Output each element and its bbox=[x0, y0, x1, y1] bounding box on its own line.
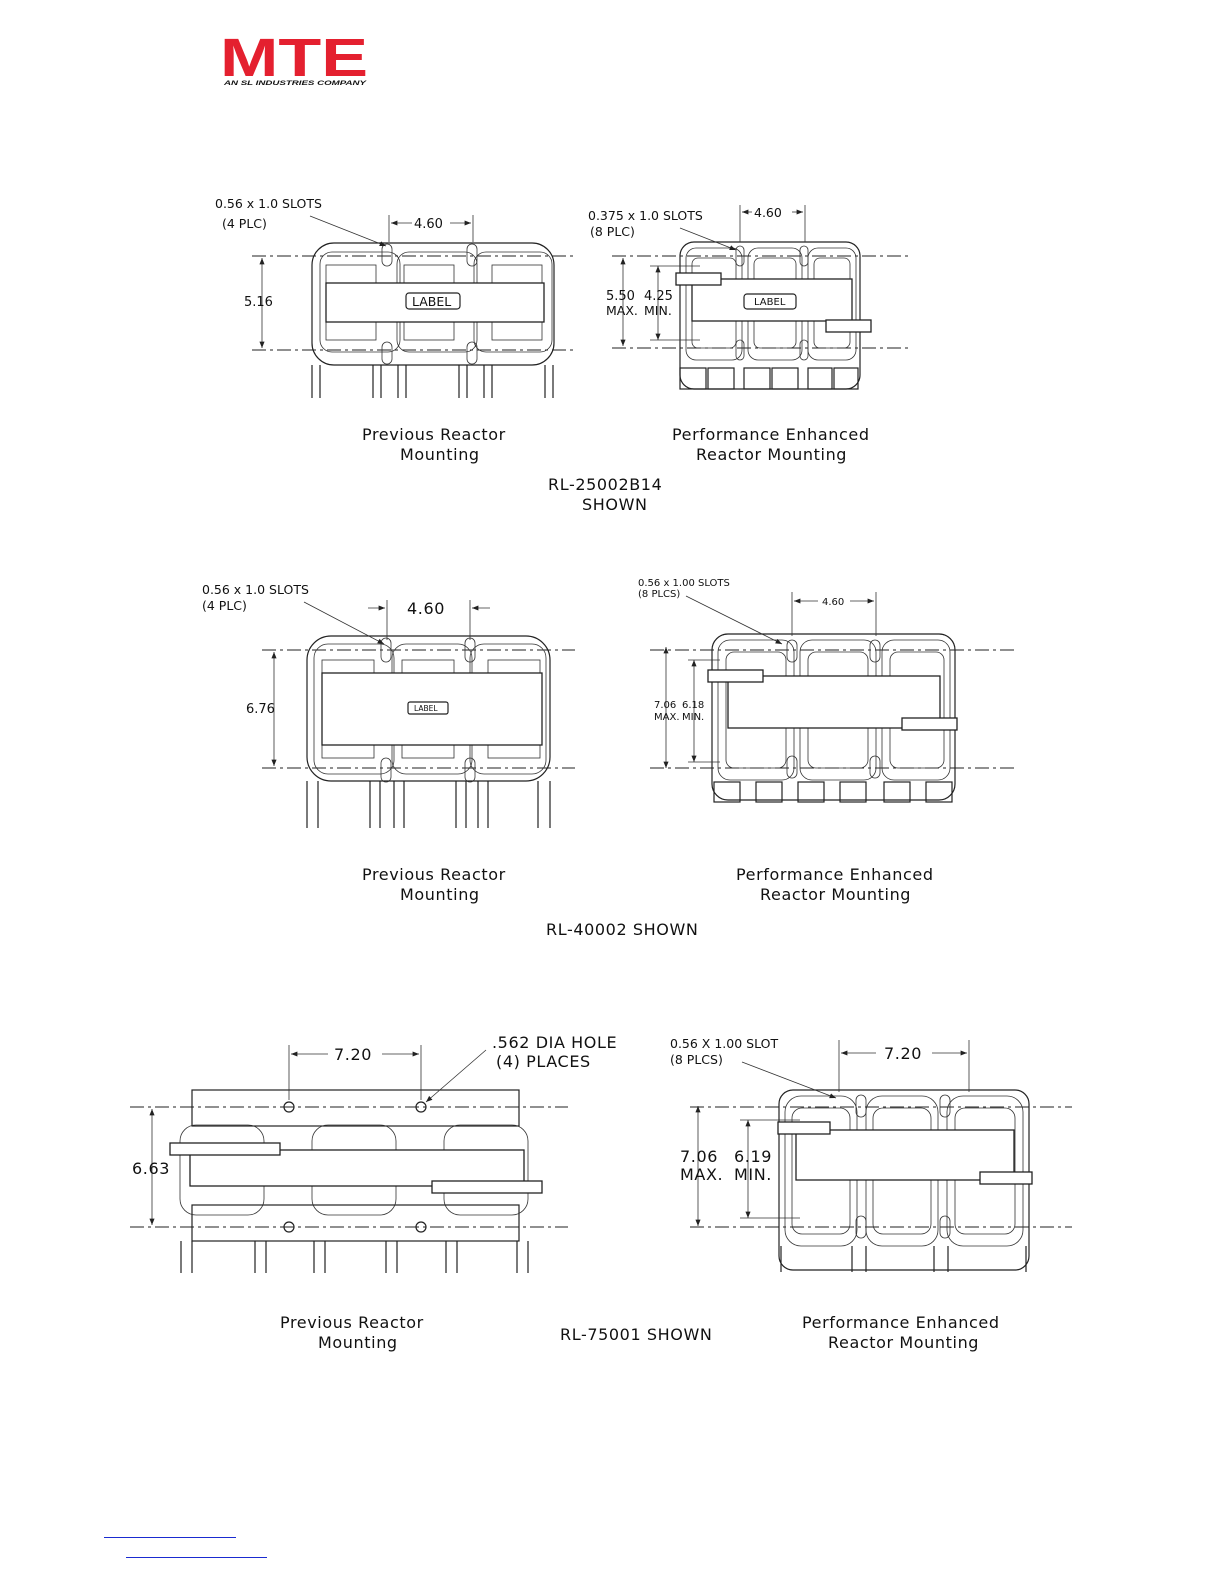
logo-tagline: AN SL INDUSTRIES COMPANY bbox=[223, 80, 367, 87]
footer-link-underline-1[interactable] bbox=[104, 1537, 236, 1538]
caption-previous-3-line2: Mounting bbox=[318, 1333, 398, 1352]
slot-note-1a: 0.56 x 1.0 SLOTS bbox=[215, 196, 322, 211]
max-label-2b: MAX. bbox=[654, 712, 680, 723]
width-dim-3b: 7.20 bbox=[884, 1044, 922, 1063]
max-dim-3b: 7.06 bbox=[680, 1147, 718, 1166]
mte-logo: MTE AN SL INDUSTRIES COMPANY bbox=[222, 34, 368, 88]
min-dim-3b: 6.19 bbox=[734, 1147, 772, 1166]
label-tag-2a: LABEL bbox=[414, 704, 438, 713]
slot-note-2a: 0.56 x 1.0 SLOTS bbox=[202, 582, 309, 597]
caption-previous-1-line1: Previous Reactor bbox=[362, 425, 506, 444]
width-dim-1b: 4.60 bbox=[754, 205, 782, 220]
model-1-line1: RL-25002B14 bbox=[548, 475, 662, 494]
hole-note-3a: .562 DIA HOLE bbox=[492, 1033, 617, 1052]
model-1-line2: SHOWN bbox=[582, 495, 648, 514]
width-dim-1a: 4.60 bbox=[414, 217, 443, 232]
caption-enhanced-3-line1: Performance Enhanced bbox=[802, 1313, 1000, 1332]
caption-enhanced-3-line2: Reactor Mounting bbox=[828, 1333, 979, 1352]
caption-previous-2-line2: Mounting bbox=[400, 885, 480, 904]
width-dim-3a: 7.20 bbox=[334, 1045, 372, 1064]
section-rl-40002: LABEL 6.76 4.60 0.56 x 1.0 SLOTS (4 PLC) bbox=[202, 578, 1015, 939]
label-tag-1b: LABEL bbox=[754, 297, 786, 308]
max-dim-2b: 7.06 bbox=[654, 700, 676, 711]
slot-count-2a: (4 PLC) bbox=[202, 598, 247, 613]
height-dim-2a: 6.76 bbox=[246, 702, 275, 717]
width-dim-2a: 4.60 bbox=[407, 599, 445, 618]
max-label-1b: MAX. bbox=[606, 303, 638, 318]
max-dim-1b: 5.50 bbox=[606, 289, 635, 304]
enhanced-mounting-view-3: 7.06 6.19 MAX. MIN. 7.20 0.56 X 1.00 SLO… bbox=[670, 1036, 1072, 1272]
section-rl-75001: 6.63 7.20 .562 DIA HOLE (4) PLACES bbox=[130, 1033, 1072, 1352]
section-rl-25002b14: LABEL 5.16 4.60 0.56 x 1.0 SLOTS (4 PLC) bbox=[215, 196, 912, 514]
min-label-3b: MIN. bbox=[734, 1165, 772, 1184]
slot-count-1a: (4 PLC) bbox=[222, 216, 267, 231]
min-label-1b: MIN. bbox=[644, 303, 672, 318]
slot-count-3b: (8 PLCS) bbox=[670, 1052, 723, 1067]
caption-previous-1-line2: Mounting bbox=[400, 445, 480, 464]
caption-enhanced-2-line1: Performance Enhanced bbox=[736, 865, 934, 884]
caption-enhanced-1-line1: Performance Enhanced bbox=[672, 425, 870, 444]
height-dim-1a: 5.16 bbox=[244, 295, 273, 310]
caption-enhanced-2-line2: Reactor Mounting bbox=[760, 885, 911, 904]
footer-link-underline-2[interactable] bbox=[126, 1557, 267, 1558]
slot-count-1b: (8 PLC) bbox=[590, 224, 635, 239]
min-label-2b: MIN. bbox=[682, 712, 704, 723]
caption-previous-3-line1: Previous Reactor bbox=[280, 1313, 424, 1332]
enhanced-mounting-view-1: LABEL 5.50 4.25 MAX. MIN. 4.60 0.375 x 1… bbox=[588, 205, 912, 390]
model-3-line1: RL-75001 SHOWN bbox=[560, 1325, 712, 1344]
slot-count-2b: (8 PLCS) bbox=[638, 589, 680, 600]
previous-mounting-view-1: LABEL 5.16 4.60 0.56 x 1.0 SLOTS (4 PLC) bbox=[215, 196, 575, 398]
min-dim-2b: 6.18 bbox=[682, 700, 704, 711]
enhanced-mounting-view-2: 7.06 6.18 MAX. MIN. 4.60 0.56 x 1.00 SLO… bbox=[638, 578, 1015, 803]
slot-note-3b: 0.56 X 1.00 SLOT bbox=[670, 1036, 778, 1051]
max-label-3b: MAX. bbox=[680, 1165, 723, 1184]
min-dim-1b: 4.25 bbox=[644, 289, 673, 304]
caption-enhanced-1-line2: Reactor Mounting bbox=[696, 445, 847, 464]
previous-mounting-view-2: LABEL 6.76 4.60 0.56 x 1.0 SLOTS (4 PLC) bbox=[202, 582, 575, 828]
hole-count-3a: (4) PLACES bbox=[496, 1052, 591, 1071]
model-2-line1: RL-40002 SHOWN bbox=[546, 920, 698, 939]
label-tag-1a: LABEL bbox=[412, 294, 451, 309]
height-dim-3a: 6.63 bbox=[132, 1159, 170, 1178]
width-dim-2b: 4.60 bbox=[822, 597, 844, 608]
previous-mounting-view-3: 6.63 7.20 .562 DIA HOLE (4) PLACES bbox=[130, 1033, 617, 1273]
caption-previous-2-line1: Previous Reactor bbox=[362, 865, 506, 884]
slot-note-2b: 0.56 x 1.00 SLOTS bbox=[638, 578, 730, 589]
slot-note-1b: 0.375 x 1.0 SLOTS bbox=[588, 208, 703, 223]
logo-wordmark: MTE bbox=[222, 34, 368, 88]
